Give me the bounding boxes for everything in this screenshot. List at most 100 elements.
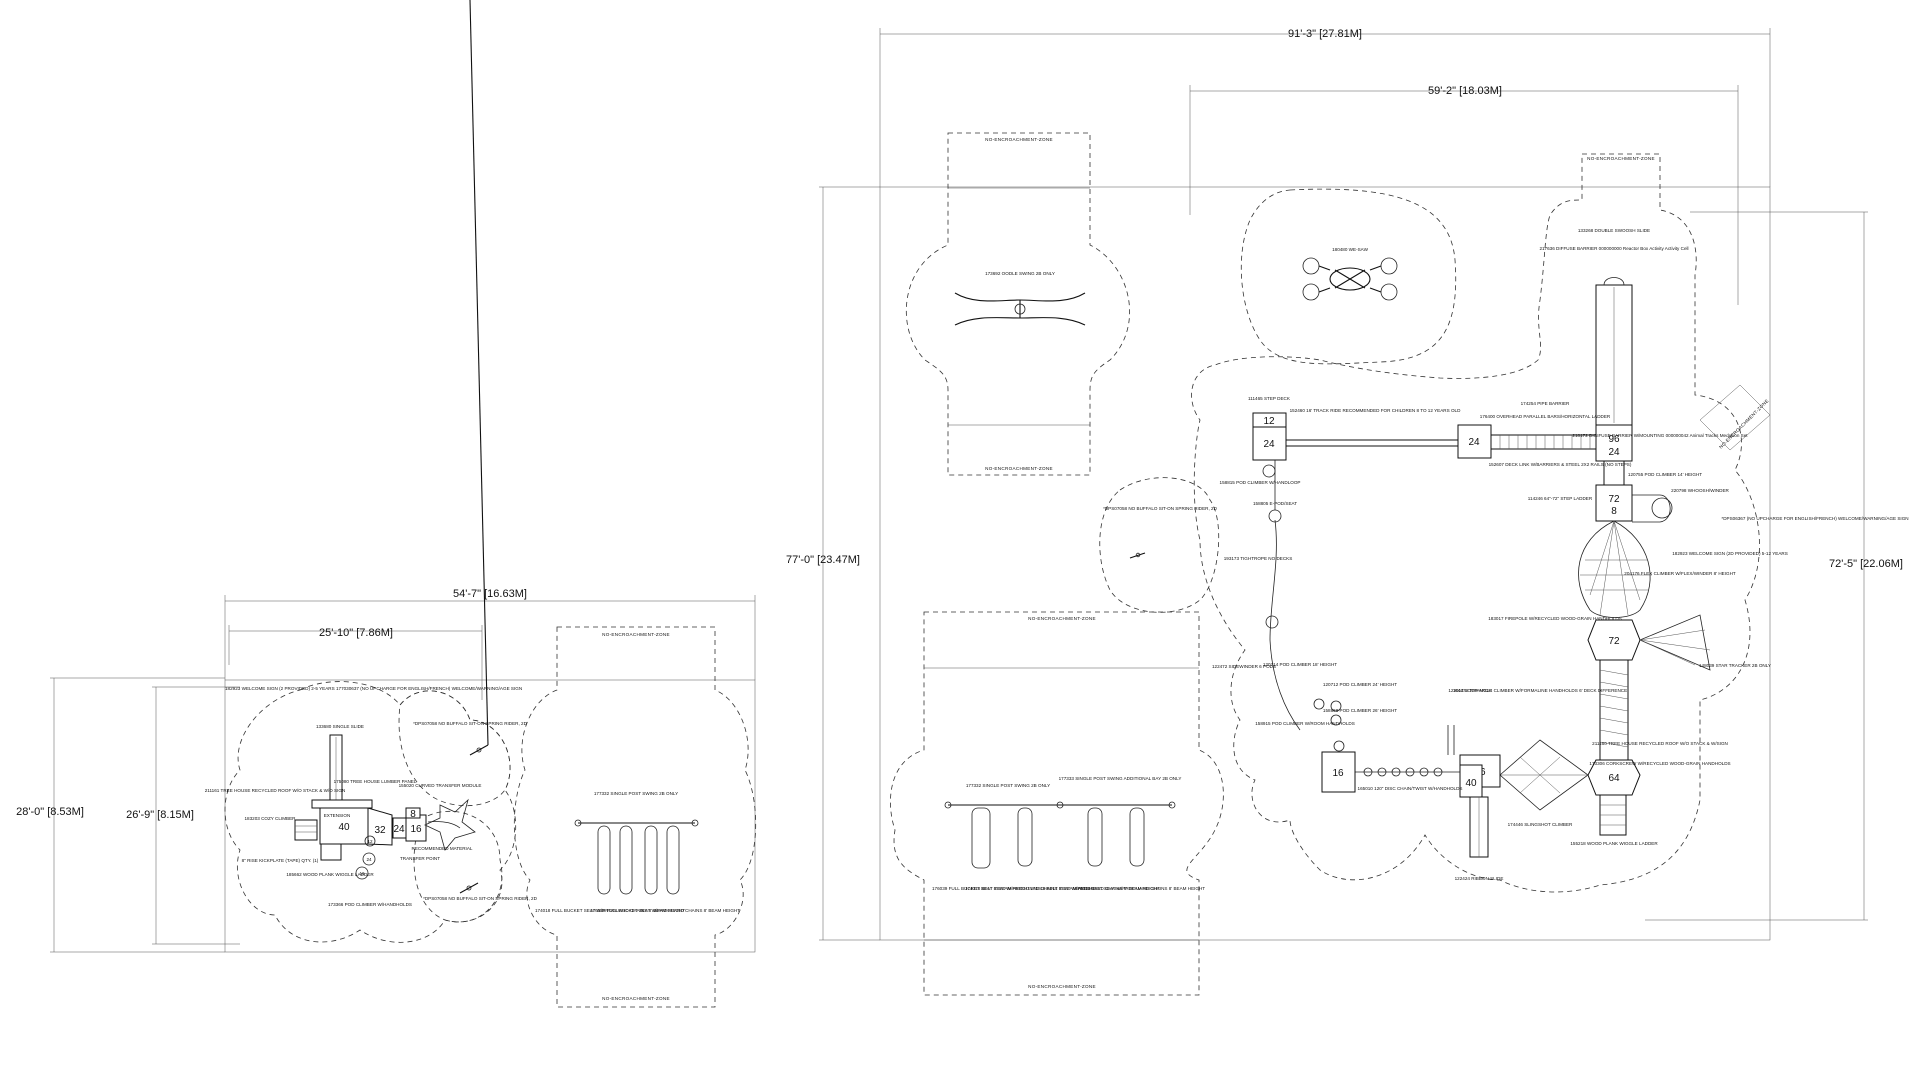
left-overall-width-dimension: 54'-7" [16.63M]	[224, 588, 756, 680]
right-label-pipe-barrier: 174254 PIPE BARRIER	[1521, 401, 1570, 406]
right-label-whoosh-winder: 220798 WHOOSH/WINDER	[1671, 488, 1729, 493]
left-pod-b-label: 16	[359, 871, 365, 876]
left-spring-rider-bottom	[459, 882, 479, 894]
left-label-single-post-swing: 177332 SINGLE POST SWING 2B ONLY	[594, 791, 678, 796]
right-label-wood-plank: 155218 WOOD PLANK WIGGLE LADDER	[1570, 841, 1658, 846]
right-deck-24b-label: 24	[1468, 437, 1480, 448]
left-deck-32	[367, 807, 393, 846]
left-deck-16-label: 16	[410, 824, 422, 835]
right-label-slingshot: 174446 SLINGSHOT CLIMBER	[1508, 822, 1573, 827]
left-swing-seat-2	[619, 825, 633, 895]
left-label-pea-gravel: RECOMMENDED MATERIAL	[412, 846, 473, 851]
right-label-oodle-swing: 173692 OODLE SWING 2B ONLY	[985, 271, 1055, 276]
left-label-full-bucket: 174018 FULL BUCKET SEAT W/PROGUARD CHAIN…	[535, 908, 685, 913]
right-swing-seat-4	[1129, 807, 1145, 867]
right-pod-climber-c	[1330, 700, 1342, 712]
right-label-deck-link: 152607 DECK LINK W/BARRIERS & STEEL 2X2 …	[1489, 462, 1632, 467]
right-label-tree-house: 211160 TREE HOUSE RECYCLED ROOF W/O STAC…	[1592, 741, 1728, 746]
right-label-welcome-no-upcharge: *DPS06367 (NO UPCHARGE FOR ENGLISH/FRENC…	[1721, 516, 1908, 521]
right-label-disc-chain: 165010 120" DISC CHAIN/TWIST W/HANDHOLDS	[1358, 786, 1463, 791]
left-label-single-slide: 133680 SINGLE SLIDE	[316, 724, 364, 729]
right-pod-climber-e	[1333, 740, 1345, 752]
right-label-e-pod-seat: 158805 E-POD/SEAT	[1253, 501, 1297, 506]
right-label-full-bucket: 176039 FULL BUCKET SEAT 8' BEAM HEIGHT	[932, 886, 1030, 891]
right-zone-label-2: NO-ENCROACHMENT-ZONE	[985, 466, 1053, 471]
right-label-step-ladder: 114246 64"-72" STEP LADDER	[1528, 496, 1593, 501]
right-oodle-swing-zone	[905, 132, 1131, 476]
right-overall-height: 77'-0" [23.47M]	[786, 554, 860, 566]
right-spring-rider	[1129, 552, 1146, 559]
right-deck-16	[1321, 751, 1356, 793]
right-zone-label-5: NO-ENCROACHMENT-ZONE	[1028, 616, 1096, 621]
right-label-rock-rider: *DPS07058 NO BUFFALO SIT-ON SPRING RIDER…	[1103, 506, 1218, 511]
left-label-rock-rider-bottom: *DPS07058 NO BUFFALO SIT-ON SPRING RIDER…	[423, 896, 538, 901]
right-label-sidewinder: 122472 SIDEWINDER 6 PODS	[1212, 664, 1276, 669]
right-overall-width: 91'-3" [27.81M]	[1288, 28, 1362, 40]
right-zone-label-3: NO-ENCROACHMENT-ZONE	[1587, 156, 1655, 161]
right-deck-72-b	[1587, 619, 1641, 661]
left-label-welcome-sign: 182923 WELCOME SIGN (2 PROVIDED) 2-5 YEA…	[225, 686, 522, 691]
left-inner-height-dimension: 26'-9" [8.15M]	[126, 686, 240, 945]
right-oodle-swing	[954, 292, 1086, 326]
right-label-diffuse-barrier: 217636 DIFFUSE BARRIER 000000000 Reactor…	[1539, 246, 1688, 251]
right-spring-rider-zone	[1099, 477, 1220, 613]
right-label-tightrope: 193173 TIGHTROPE NO DECKS	[1224, 556, 1293, 561]
left-swing-set	[574, 819, 699, 895]
right-inner-height: 72'-5" [22.06M]	[1829, 558, 1903, 570]
left-pod-a-label: 24	[366, 857, 372, 862]
left-pod-climber-b	[355, 866, 369, 880]
right-we-saw-zone	[1240, 188, 1457, 365]
left-inner-width: 25'-10" [7.86M]	[319, 627, 393, 639]
left-use-zone-spring-bottom	[413, 811, 503, 923]
right-slide-zone	[1191, 153, 1760, 893]
left-curved-transfer	[427, 821, 461, 829]
left-deck-8-label: 8	[410, 809, 416, 820]
right-label-triangle-climber: 164078 TRIANGLE CLIMBER W/FORMALINE HAND…	[1453, 688, 1627, 693]
left-label-cozy-climber: 183203 COZY CLIMBER	[245, 816, 297, 821]
left-deck-8	[405, 807, 421, 819]
left-overall-height-dimension: 28'-0" [8.53M]	[16, 677, 225, 953]
right-label-corkscrew: 173306 CORKSCREW W/RECYCLED WOOD-GRAIN H…	[1589, 761, 1730, 766]
right-label-loop-arch: 122014 LOOP ARCH	[1448, 688, 1491, 693]
left-tree-house-roof	[311, 799, 373, 809]
right-label-double-slide: 133268 DOUBLE SWOOSH SLIDE	[1578, 228, 1650, 233]
right-flex-climber	[1578, 520, 1651, 618]
left-transfer-point-star	[424, 798, 476, 851]
left-use-zone-spring-top	[398, 690, 511, 807]
right-plan: 91'-3" [27.81M] 59'-2" [18.03M] 77'-0" […	[786, 28, 1909, 996]
right-label-pod-climber-14: 120755 POD CLIMBER 14' HEIGHT	[1628, 472, 1702, 477]
right-label-we-saw: 180480 WE-SAW	[1332, 247, 1368, 252]
left-zone-label-bottom: NO-ENCROACHMENT-ZONE	[602, 996, 670, 1001]
right-inner-width: 59'-2" [18.03M]	[1428, 85, 1502, 97]
right-label-star-tracker: 148039 STAR TRACKER 2B ONLY	[1699, 663, 1771, 668]
left-label-lumber-panel: 175080 TREE HOUSE LUMBER PANEL	[334, 779, 417, 784]
right-label-belt-seat-1: 174018 BELT SEAT W/PROGUARD CHAINS 8' BE…	[965, 886, 1095, 891]
right-overall-width-dimension: 91'-3" [27.81M]	[879, 28, 1771, 187]
left-pod-climber-a	[362, 852, 376, 866]
left-label-transfer-point: TRANSFER POINT	[400, 856, 440, 861]
right-swing-seat-3	[1087, 807, 1103, 867]
left-label-curved-transfer: 155020 CURVED TRANSFER MODULE	[399, 783, 482, 788]
right-inner-height-dimension: 72'-5" [22.06M]	[1645, 211, 1903, 921]
right-label-overhead-ladder: 176400 OVERHEAD PARALLEL BARS/HORIZONTAL…	[1480, 414, 1611, 419]
left-label-pod-climber: 173366 POD CLIMBER W/HANDHOLDS	[328, 902, 412, 907]
left-inner-height: 26'-9" [8.15M]	[126, 809, 194, 821]
right-pod-climber-a	[1262, 464, 1276, 478]
right-label-flex-climber: 204176 FLEX CLIMBER W/FLEX/WINDER 8' HEI…	[1624, 571, 1736, 576]
right-label-pod-climber-26: 158868 POD CLIMBER 26' HEIGHT	[1323, 708, 1397, 713]
right-whoosh-winder	[1632, 494, 1671, 523]
left-label-belt-seat: 176039 FULL BUCKET SEAT W/PROGUARD CHAIN…	[590, 908, 740, 913]
right-loop-arch	[1447, 725, 1455, 755]
left-overall-width: 54'-7" [16.63M]	[453, 588, 527, 600]
left-pod-c-label: 12	[367, 839, 373, 844]
right-play-structure: 12 24 24 96 24	[1252, 277, 1711, 858]
right-deck-40-label: 40	[1465, 778, 1477, 789]
right-label-pod-climber-handholds: 158915 POD CLIMBER W/ROOM HANDHOLDS	[1255, 721, 1355, 726]
right-label-welcome-sign: 182923 WELCOME SIGN (2D PROVIDED) 5-12 Y…	[1672, 551, 1788, 556]
right-label-pod-climber-handloop: 158815 POD CLIMBER W/HANDLOOP	[1220, 480, 1301, 485]
right-we-saw	[1302, 257, 1398, 301]
left-deck-32-label: 32	[374, 825, 386, 836]
right-deck-96-label: 96	[1608, 434, 1620, 445]
